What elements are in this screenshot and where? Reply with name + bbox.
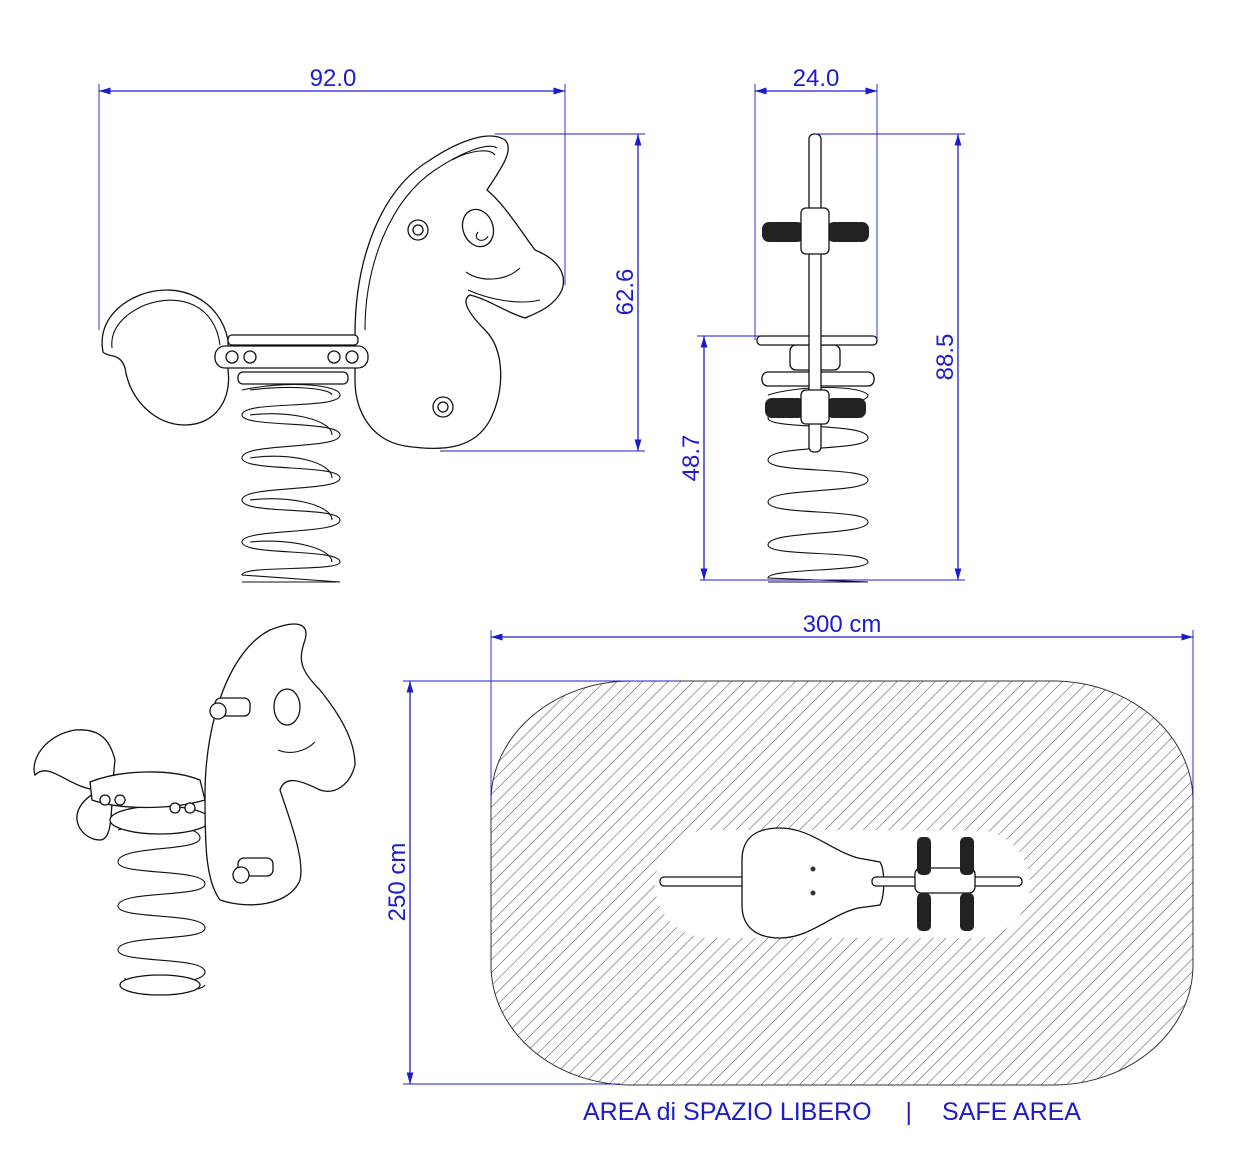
area-width-dimension: 300 cm: [490, 611, 1194, 800]
footrest-right: [826, 398, 866, 418]
front-height-dimension: 88.5: [700, 133, 965, 581]
footrest: [960, 893, 974, 931]
handle-grip-right: [827, 222, 869, 242]
horse-head: [204, 623, 356, 906]
side-width-dimension: 92.0: [98, 65, 566, 330]
perspective-view: [33, 623, 356, 996]
footrest: [960, 837, 974, 875]
side-view: [101, 135, 565, 583]
dimension-label: 88.5: [932, 334, 959, 381]
seat-height-dimension: 48.7: [678, 335, 760, 580]
handle-grip: [917, 837, 931, 875]
dimension-label: 48.7: [678, 435, 705, 482]
area-depth-dimension: 250 cm: [384, 680, 680, 1085]
handle-grip: [917, 893, 931, 931]
front-width-dimension: 24.0: [754, 65, 878, 340]
front-view: [756, 133, 878, 583]
dimension-label: 300 cm: [803, 611, 882, 638]
caption-separator: |: [905, 1098, 913, 1126]
horse-tail: [101, 289, 230, 426]
dimension-label: 62.6: [612, 269, 639, 316]
dimension-label: 24.0: [793, 65, 840, 92]
side-height-dimension: 62.6: [440, 133, 645, 452]
dimension-label: 92.0: [310, 65, 357, 92]
spring: [241, 384, 341, 583]
dimension-label: 250 cm: [384, 843, 411, 922]
horse-head: [354, 135, 565, 450]
caption-english: SAFE AREA: [942, 1098, 1081, 1126]
spring: [117, 824, 206, 992]
safe-area-plan: [490, 680, 1194, 1086]
horse-tail: [33, 729, 116, 841]
horse-eye: [273, 688, 301, 726]
footrest-left: [765, 398, 805, 418]
spring-top-plate: [237, 371, 349, 385]
horse-eye: [461, 208, 495, 248]
handle-grip-left: [762, 222, 804, 242]
seat: [227, 334, 359, 346]
caption-italian: AREA di SPAZIO LIBERO: [583, 1098, 872, 1126]
safe-area-caption: AREA di SPAZIO LIBERO | SAFE AREA: [583, 1098, 1081, 1127]
